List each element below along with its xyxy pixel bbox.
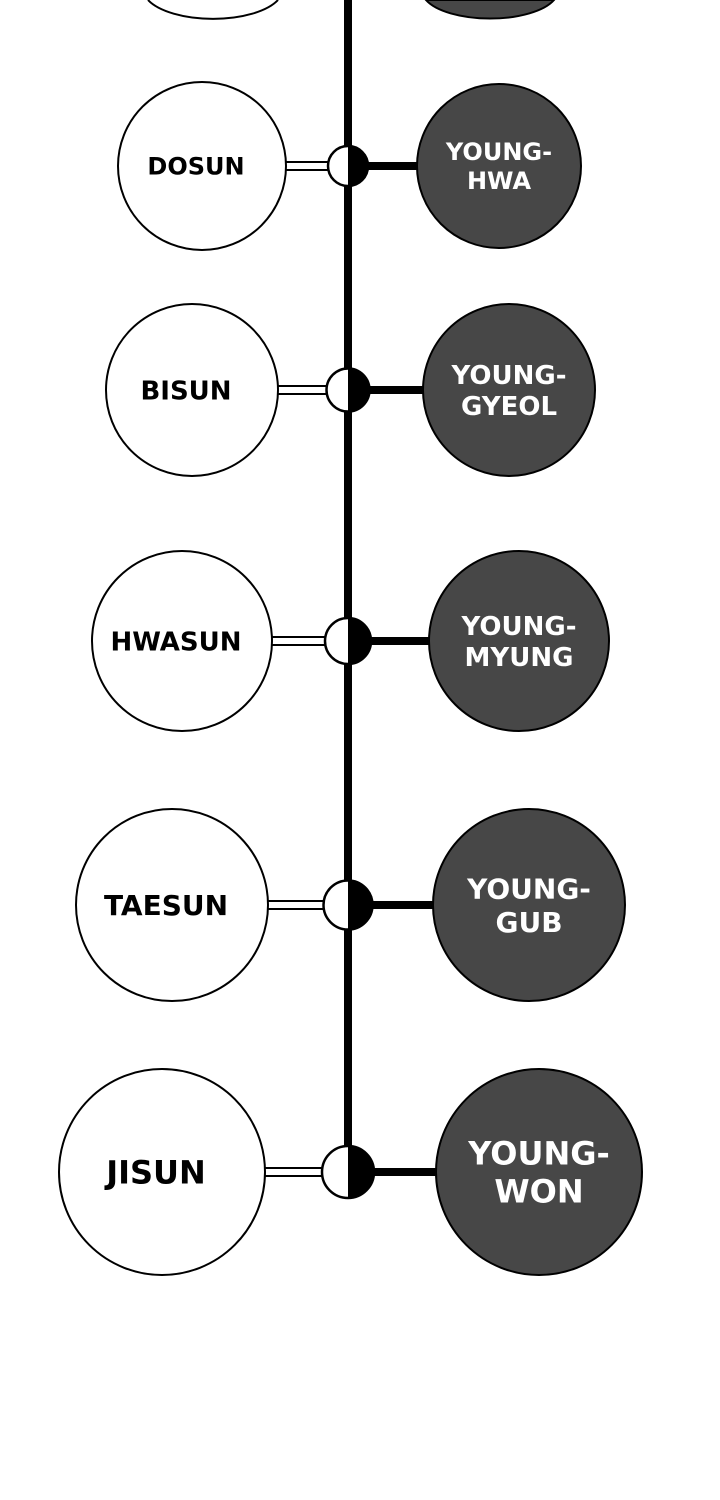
- right-person-name-line: WON: [494, 1173, 583, 1211]
- right-person-name-line: GYEOL: [461, 392, 557, 422]
- right-person-node: [435, 1068, 643, 1276]
- left-person-name: TAESUN: [104, 889, 228, 922]
- right-person-node: [416, 83, 582, 249]
- left-person-node: [58, 1068, 266, 1276]
- left-person-name: BISUN: [140, 376, 231, 406]
- left-person-node: [105, 303, 279, 477]
- right-person-name-line: YOUNG-: [467, 1134, 610, 1172]
- right-person-name-line: YOUNG-: [445, 138, 552, 166]
- pair-row: BISUN YOUNG-GYEOL: [105, 303, 596, 477]
- junction-dark-half: [348, 1146, 374, 1198]
- left-person-name: JISUN: [104, 1154, 206, 1192]
- pair-row: TAESUN YOUNG-GUB: [75, 808, 626, 1002]
- pair-row: HWASUN YOUNG-MYUNG: [91, 550, 610, 732]
- left-person-name: HWASUN: [111, 627, 242, 657]
- right-person-node: [428, 550, 610, 732]
- left-person-node: [75, 808, 269, 1002]
- solid-link: [366, 162, 421, 170]
- solid-link: [367, 386, 427, 394]
- cropped-top-nodes: [147, 0, 556, 20]
- junction-dark-half: [348, 368, 370, 412]
- right-person-node: [432, 808, 626, 1002]
- right-person-name-line: YOUNG-: [450, 361, 566, 391]
- junction-dark-half: [348, 880, 373, 930]
- right-person-name-line: MYUNG: [465, 643, 574, 673]
- left-person-name: DOSUN: [147, 153, 244, 181]
- left-person-node: [117, 81, 287, 251]
- solid-link: [369, 637, 433, 645]
- right-person-name-line: HWA: [467, 167, 531, 195]
- right-person-name-line: GUB: [495, 906, 562, 939]
- junction-dark-half: [348, 618, 371, 664]
- left-person-node: [91, 550, 273, 732]
- solid-link: [372, 1168, 440, 1176]
- pair-row: DOSUN YOUNG-HWA: [117, 81, 582, 251]
- right-person-name-line: YOUNG-: [466, 872, 591, 905]
- junction-dark-half: [348, 146, 368, 186]
- right-person-node: [422, 303, 596, 477]
- cropped-light-node: [147, 0, 279, 20]
- right-person-name-line: YOUNG-: [460, 612, 576, 642]
- trunk-line: [344, 0, 352, 1172]
- solid-link: [370, 901, 437, 909]
- cropped-dark-node: [424, 0, 556, 20]
- pair-row: JISUN YOUNG-WON: [58, 1068, 643, 1276]
